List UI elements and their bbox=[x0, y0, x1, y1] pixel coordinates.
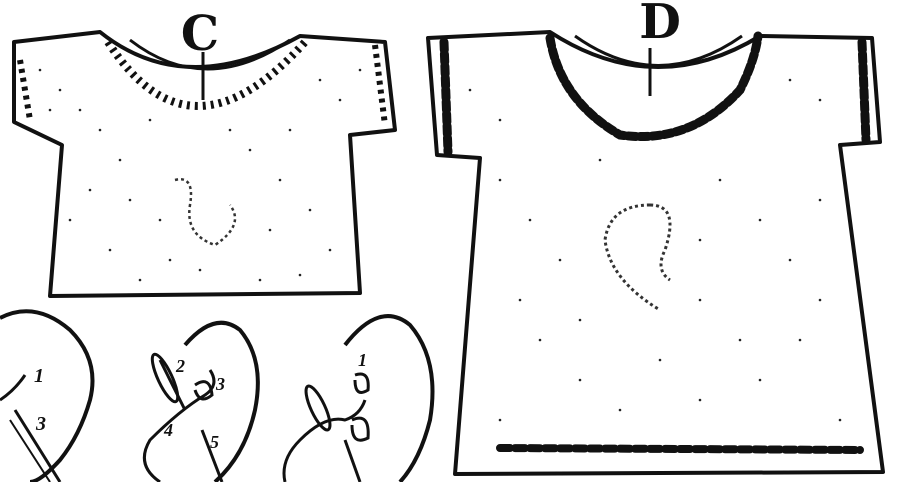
garment-d-hem-chain-stitch bbox=[500, 448, 860, 450]
step-3-thread bbox=[284, 400, 365, 482]
garment-d-right-sleeve-chain-stitch bbox=[862, 42, 866, 140]
stitch-step-3: 1 bbox=[284, 316, 433, 482]
garment-d: D bbox=[428, 0, 883, 474]
step-3-needle bbox=[345, 440, 360, 482]
step-1-thread bbox=[0, 375, 25, 400]
garment-c-left-sleeve-hatch bbox=[20, 60, 30, 120]
garment-d-texture bbox=[469, 79, 842, 422]
stitch-step-2: 2 3 4 5 bbox=[144, 323, 257, 482]
step-2-point-3: 3 bbox=[215, 374, 225, 394]
garment-c: C bbox=[14, 6, 395, 296]
step-1-fabric bbox=[0, 311, 93, 482]
step-2-point-4: 4 bbox=[163, 420, 173, 440]
garment-c-center-motif bbox=[175, 179, 235, 245]
garment-d-left-sleeve-chain-stitch bbox=[444, 42, 448, 152]
garment-c-right-sleeve-hatch bbox=[375, 45, 385, 125]
garment-d-outline bbox=[428, 32, 883, 474]
step-2-thread bbox=[144, 370, 214, 482]
garment-c-label: C bbox=[181, 6, 219, 62]
garment-d-label: D bbox=[639, 0, 681, 50]
step-3-chain-loop-lower bbox=[352, 418, 368, 440]
step-3-point-1: 1 bbox=[358, 350, 367, 370]
garment-c-texture bbox=[39, 69, 362, 282]
step-3-fabric bbox=[345, 316, 433, 482]
garment-d-center-motif bbox=[605, 205, 670, 310]
stitch-step-1: 1 3 bbox=[0, 311, 93, 482]
step-2-point-5: 5 bbox=[210, 432, 219, 452]
step-1-point-1: 1 bbox=[34, 365, 44, 387]
step-2-point-2: 2 bbox=[175, 356, 185, 376]
step-3-chain-loop-upper bbox=[355, 374, 368, 392]
step-1-point-3: 3 bbox=[35, 413, 46, 435]
